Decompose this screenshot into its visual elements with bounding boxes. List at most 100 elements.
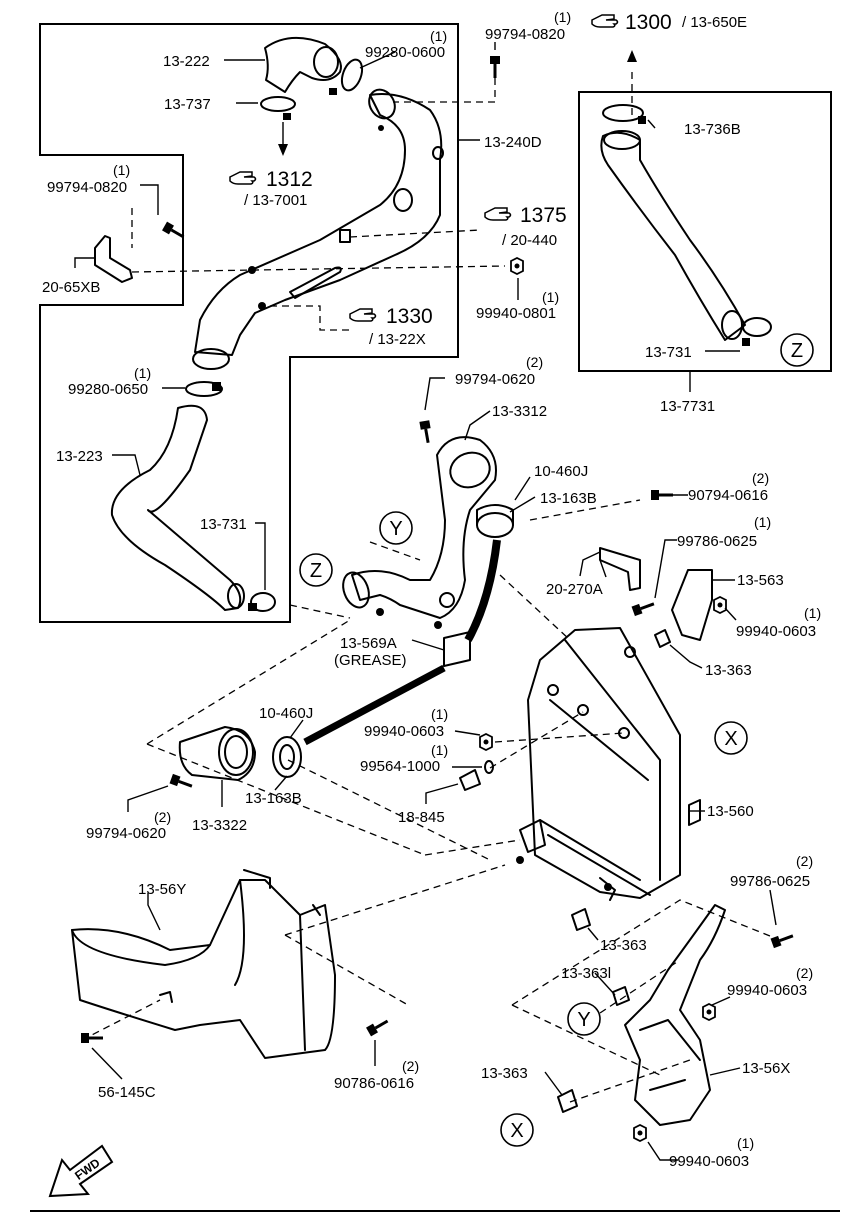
label-13-731-left: 13-731 <box>200 516 247 533</box>
nut-99940-0801 <box>510 257 524 275</box>
label-13-240D: 13-240D <box>484 134 542 151</box>
bolt-99786-0625-top <box>630 597 658 618</box>
label-99786-0625-bottom: 99786-0625 <box>730 873 810 890</box>
marker-x-right: X <box>714 721 748 755</box>
bracket-13-563 <box>671 569 713 641</box>
qty-99940-0603-low: (2) <box>796 965 813 981</box>
ref-1330-number: 1330 <box>386 305 433 328</box>
ref-1312-sub: / 13-7001 <box>244 192 307 209</box>
intercooler-13-560 <box>519 627 701 901</box>
hose-13-223 <box>110 404 245 611</box>
label-13-56Y: 13-56Y <box>138 881 186 898</box>
pointing-hand-icon <box>229 171 257 185</box>
ref-1312-number: 1312 <box>266 168 313 191</box>
clamp-13-736B <box>602 104 646 124</box>
bolt-99794-0620-bottom <box>168 772 196 793</box>
qty-99786-0625-top: (1) <box>754 514 771 530</box>
mount-13-363-mid <box>571 908 591 931</box>
label-90786-0616: 90786-0616 <box>334 1075 414 1092</box>
label-99794-0620-bottom: 99794-0620 <box>86 825 166 842</box>
label-99940-0603-bottom: 99940-0603 <box>669 1153 749 1170</box>
ref-1375: 1375 / 20-440 <box>484 204 567 249</box>
part-labels: 13-222 (1) 99280-0600 13-737 13-240D (1)… <box>42 9 821 1170</box>
label-13-363-bottom: 13-363 <box>481 1065 528 1082</box>
svg-text:Y: Y <box>389 518 402 540</box>
pipe-13-3312 <box>342 436 497 619</box>
pad-13-569A <box>443 631 471 667</box>
qty-99786-0625-bottom: (2) <box>796 853 813 869</box>
bolt-90786-0616 <box>364 1015 392 1038</box>
clamp-13-737 <box>260 96 296 120</box>
ref-1330-sub: / 13-22X <box>369 331 426 348</box>
bracket-20-65XB <box>94 235 133 283</box>
mount-13-363-top <box>654 629 671 648</box>
group-box-intake-hose <box>39 23 459 623</box>
label-56-145C: 56-145C <box>98 1084 156 1101</box>
label-10-460J-mid: 10-460J <box>259 705 313 722</box>
ref-1300: 1300 / 13-650E <box>591 11 747 34</box>
group-box-13-7731 <box>578 91 832 372</box>
label-99940-0603-mid: 99940-0603 <box>364 723 444 740</box>
sensor-18-845 <box>459 769 481 791</box>
label-13-363l: 13-363l <box>561 965 611 982</box>
label-99794-0820-left: 99794-0820 <box>47 179 127 196</box>
label-99794-0620-top: 99794-0620 <box>455 371 535 388</box>
label-13-731-right: 13-731 <box>645 344 692 361</box>
marker-z-mid: Z <box>299 553 333 587</box>
label-13-736B: 13-736B <box>684 121 741 138</box>
qty-99280-0600: (1) <box>430 28 447 44</box>
nut-99940-0603-low <box>702 1003 716 1021</box>
qty-99794-0620-bottom: (2) <box>154 809 171 825</box>
qty-90786-0616: (2) <box>402 1058 419 1074</box>
svg-text:Z: Z <box>310 560 322 582</box>
label-99940-0801: 99940-0801 <box>476 305 556 322</box>
label-20-65XB: 20-65XB <box>42 279 100 296</box>
bolt-99786-0625-bottom <box>769 929 797 950</box>
ref-1312: 1312 / 13-7001 <box>229 168 313 209</box>
label-13-363-mid: 13-363 <box>600 937 647 954</box>
label-99280-0650: 99280-0650 <box>68 381 148 398</box>
qty-99794-0820-top: (1) <box>554 9 571 25</box>
fwd-arrow-icon: FWD <box>48 1144 114 1198</box>
label-99280-0600: 99280-0600 <box>365 44 445 61</box>
duct-13-56Y <box>71 869 336 1059</box>
clamp-13-731-left <box>248 592 276 612</box>
clamp-99280-0600 <box>329 58 364 95</box>
label-99786-0625-top: 99786-0625 <box>677 533 757 550</box>
marker-x-bottom: X <box>500 1113 534 1147</box>
ref-1330: 1330 / 13-22X <box>349 305 433 348</box>
label-13-56X: 13-56X <box>742 1060 790 1077</box>
bracket-13-56X <box>624 904 726 1126</box>
label-99940-0603-low: 99940-0603 <box>727 982 807 999</box>
svg-text:X: X <box>724 728 737 750</box>
seal-10-460J-mid <box>272 736 302 778</box>
label-13-737: 13-737 <box>164 96 211 113</box>
mount-13-363-bottom <box>557 1089 578 1113</box>
label-99940-0603-right: 99940-0603 <box>736 623 816 640</box>
marker-z-right: Z <box>780 333 814 367</box>
label-99794-0820-top: 99794-0820 <box>485 26 565 43</box>
label-10-460J-top: 10-460J <box>534 463 588 480</box>
nut-99940-0603-mid <box>479 733 493 751</box>
label-13-223: 13-223 <box>56 448 103 465</box>
label-13-560: 13-560 <box>707 803 754 820</box>
ref-1375-sub: / 20-440 <box>502 232 557 249</box>
pipe-13-3322 <box>178 726 256 781</box>
label-13-3312: 13-3312 <box>492 403 547 420</box>
pointing-hand-icon <box>591 14 619 28</box>
label-13-569A: 13-569A <box>340 635 397 652</box>
clamp-13-731-right <box>742 317 772 346</box>
qty-99940-0801: (1) <box>542 289 559 305</box>
hose-13-7731 <box>600 130 746 341</box>
label-18-845: 18-845 <box>398 809 445 826</box>
bolt-99794-0820-top <box>488 54 502 80</box>
label-13-563: 13-563 <box>737 572 784 589</box>
nut-99940-0603-right <box>713 596 727 614</box>
label-13-3322: 13-3322 <box>192 817 247 834</box>
svg-text:Y: Y <box>577 1009 590 1031</box>
ref-1300-number: 1300 <box>625 11 672 34</box>
bracket-20-270A <box>599 547 641 591</box>
mount-13-363l <box>612 986 630 1006</box>
qty-99794-0820-left: (1) <box>113 162 130 178</box>
